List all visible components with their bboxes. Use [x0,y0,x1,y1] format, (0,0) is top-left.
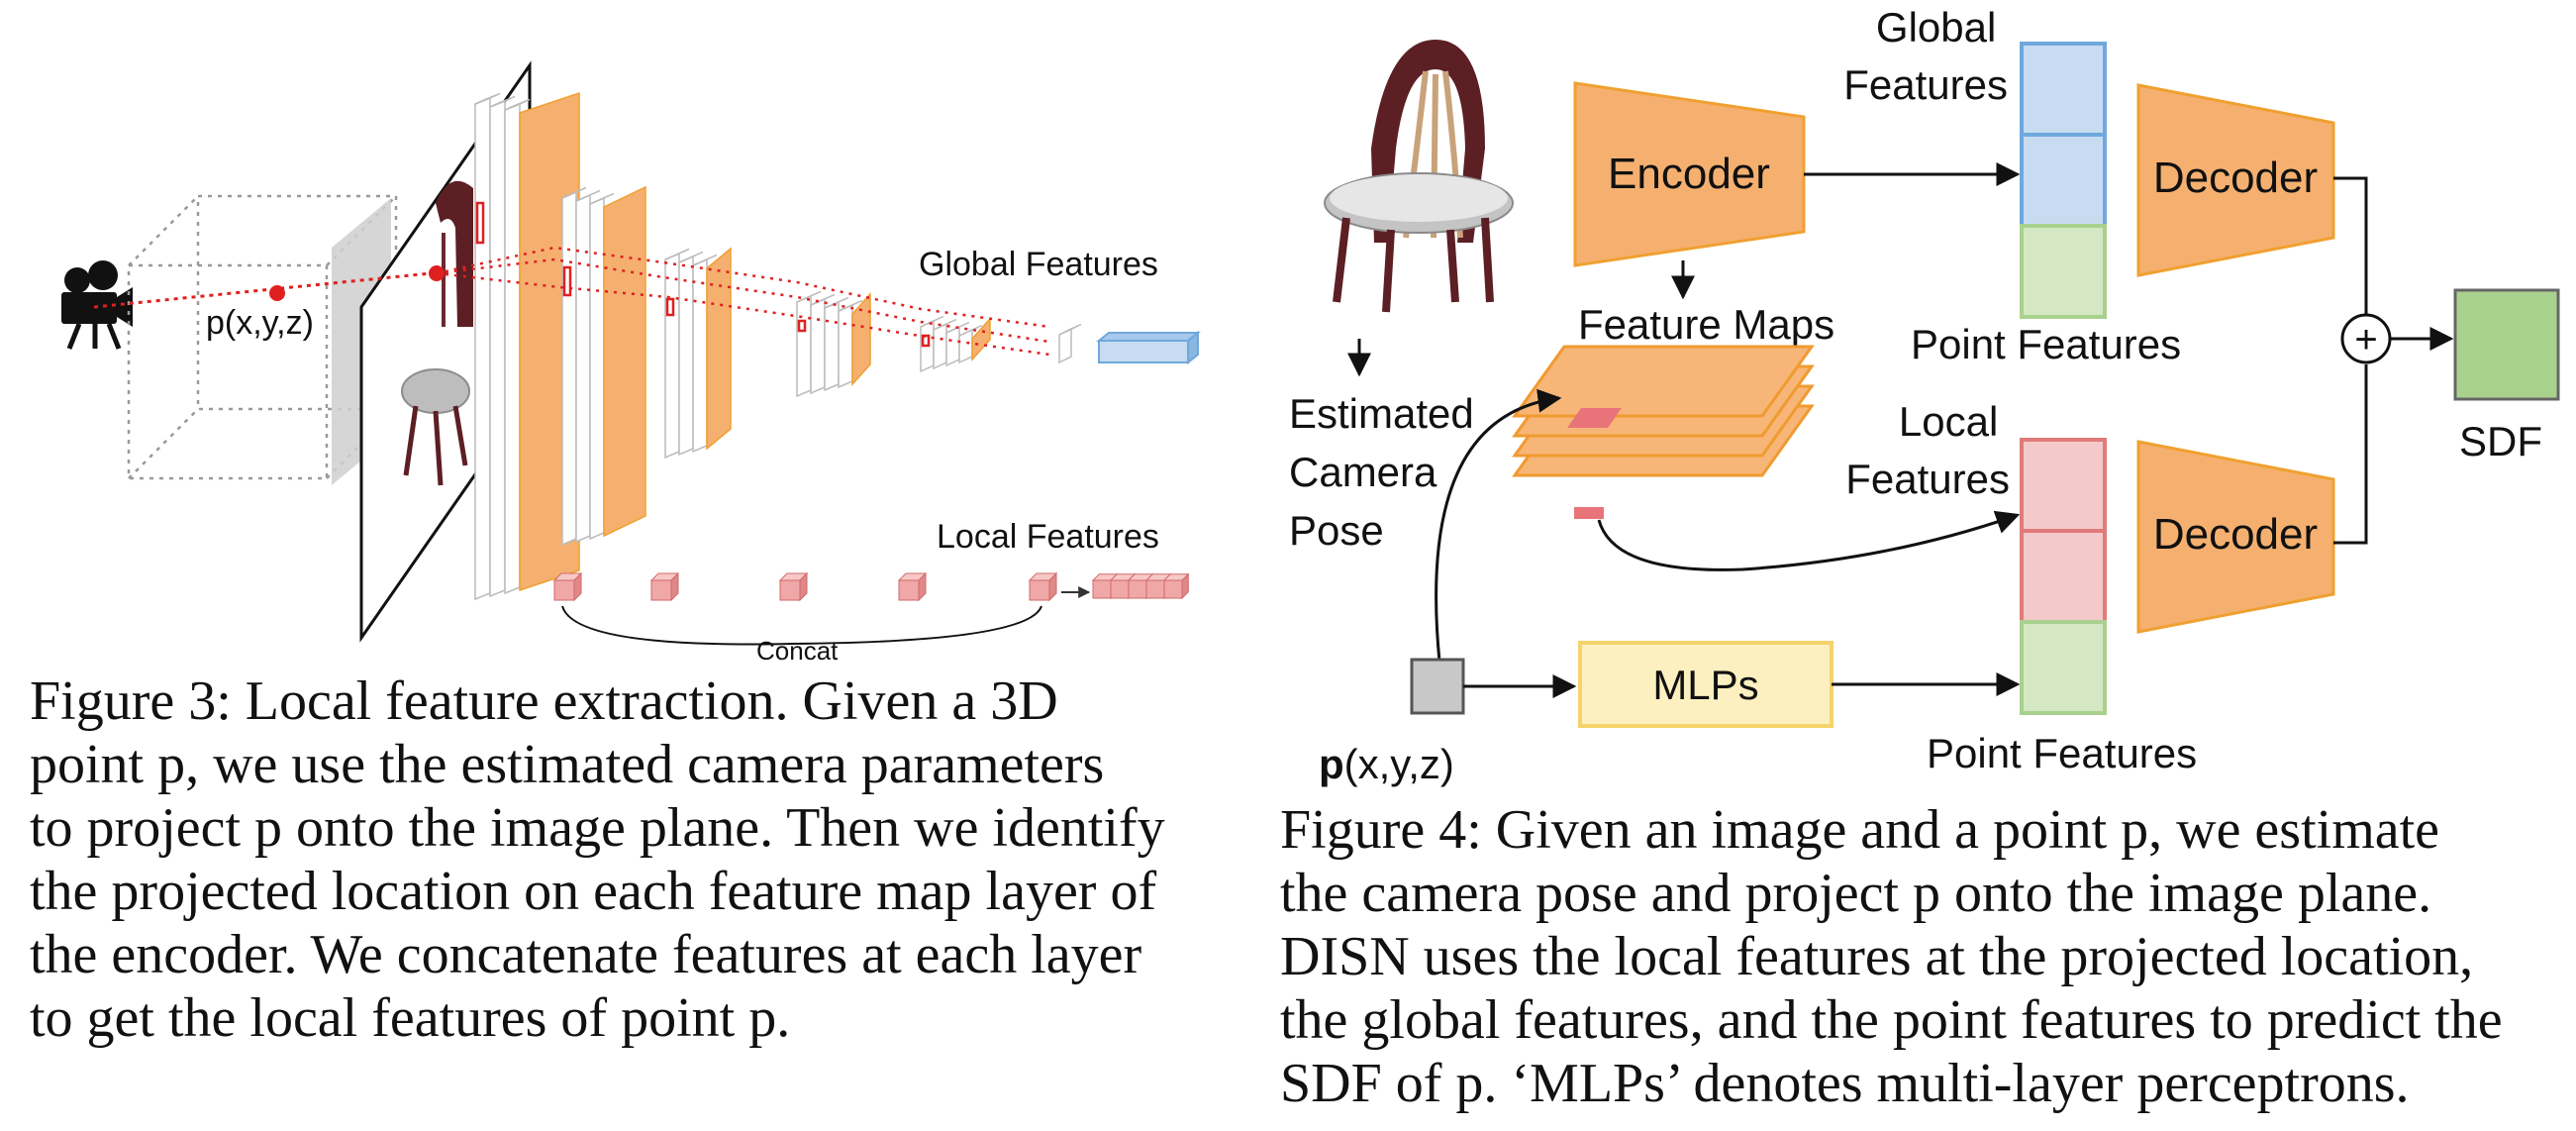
decoder-bottom-label: Decoder [2153,510,2318,559]
decoder-top-to-sum [2333,176,2368,315]
figure-3-diagram: p(x,y,z) Global Features Local Features … [61,60,1201,666]
encoder-layer-white [810,293,836,395]
estimated-camera-pose-label: Estimated Camera Pose [1289,390,1485,554]
global-features-label: Global Features [1843,4,2008,108]
point-p-3d [269,285,285,301]
sdf-label: SDF [2459,418,2542,464]
maps-to-local-curve [1597,510,2021,571]
global-features-label: Global Features [919,246,1158,283]
encoder-layer-orange [603,185,646,538]
sdf-block [2453,288,2560,401]
encoder-label: Encoder [1608,150,1770,198]
figure-4-diagram: Estimated Camera Pose Encoder Feature Ma… [1289,4,2560,787]
point-to-maps-curve [1435,388,1562,663]
local-feature-top [2020,438,2107,533]
decoder-bottom-block [2136,440,2335,634]
concat-label: Concat [756,636,839,666]
local-feature-cubes [552,571,1190,602]
caption-3-line-5: the encoder. We concatenate features at … [30,924,1142,985]
caption-4-line-4: the global features, and the point featu… [1280,989,2503,1051]
projected-location-marker [562,265,572,297]
local-feature-cube [1028,571,1058,602]
point-features-top-label: Point Features [1911,321,2181,367]
projected-location-marker [797,319,807,333]
caption-3-line-6: to get the local features of point p. [30,987,791,1049]
local-feature-cube [649,571,680,602]
global-line-2: Features [1843,61,2008,108]
feature-maps-stack [1512,345,1815,519]
point-label-coords: (x,y,z) [1344,741,1454,787]
caption-3-line-1: Figure 3: Local feature extraction. Give… [30,670,1058,732]
estimated-line-3: Pose [1289,507,1384,554]
point-features-bottom-label: Point Features [1927,730,2197,776]
projected-location-marker [665,297,675,317]
point-feature-top [2020,224,2107,319]
global-feature-bottom [2020,133,2107,228]
point-box [1410,658,1465,715]
layer-projection-lines [436,246,1050,357]
local-feature-bottom [2020,529,2107,624]
encoder-layer-orange [851,292,871,386]
projected-location-marker [475,201,485,245]
camera-icon [61,260,133,350]
local-features-label: Local Features [1845,398,2010,502]
local-feature-cube [897,571,928,602]
decoder-bottom-to-sum [2333,364,2368,545]
global-line-1: Global [1876,4,1996,51]
concat-arc [561,605,1042,646]
local-feature-cube [552,571,583,602]
encoder-block [1573,81,1806,267]
global-feature-top [2020,42,2107,137]
caption-4-line-1: Figure 4: Given an image and a point p, … [1280,799,2440,861]
local-line-2: Features [1845,456,2010,502]
chair-image-small [401,180,473,486]
encoder-layer-orange [971,317,991,361]
local-features-label: Local Features [937,518,1159,556]
projected-location-marker [921,334,931,348]
caption-4-line-2: the camera pose and project p onto the i… [1280,863,2432,924]
figure-3-caption: Figure 3: Local feature extraction. Give… [30,669,1196,1050]
local-feature-cube [778,571,809,602]
encoder-layer-white [575,189,601,544]
decoder-top-block [2136,83,2335,277]
estimated-line-2: Camera [1289,449,1437,495]
local-line-1: Local [1899,398,1998,445]
concat-feature-cube [1162,572,1190,600]
encoder-layer-orange [706,247,732,451]
estimated-line-1: Estimated [1289,390,1474,437]
point-label: p(x,y,z) [1319,741,1454,787]
caption-4-line-5: SDF of p. ‘MLPs’ denotes multi-layer per… [1280,1053,2410,1114]
point-label: p(x,y,z) [206,304,314,342]
feature-maps-label: Feature Maps [1578,301,1834,348]
encoder-layer-white [933,318,957,370]
decoder-top-label: Decoder [2153,154,2318,202]
caption-3-line-4: the projected location on each feature m… [30,861,1157,922]
global-feature-bar [1096,330,1201,365]
caption-3-line-2: point p, we use the estimated camera par… [30,734,1105,795]
caption-4-line-3: DISN uses the local features at the proj… [1280,926,2474,987]
mlps-label: MLPs [1652,662,1758,708]
caption-3-line-3: to project p onto the image plane. Then … [30,797,1165,859]
chair-image-large [1324,40,1514,313]
encoder-layer-white [1058,323,1082,364]
point-feature-bottom [2020,620,2107,715]
plus-symbol: + [2354,318,2377,361]
point-label-bold: p [1319,741,1344,787]
figure-4-caption: Figure 4: Given an image and a point p, … [1280,798,2559,1115]
